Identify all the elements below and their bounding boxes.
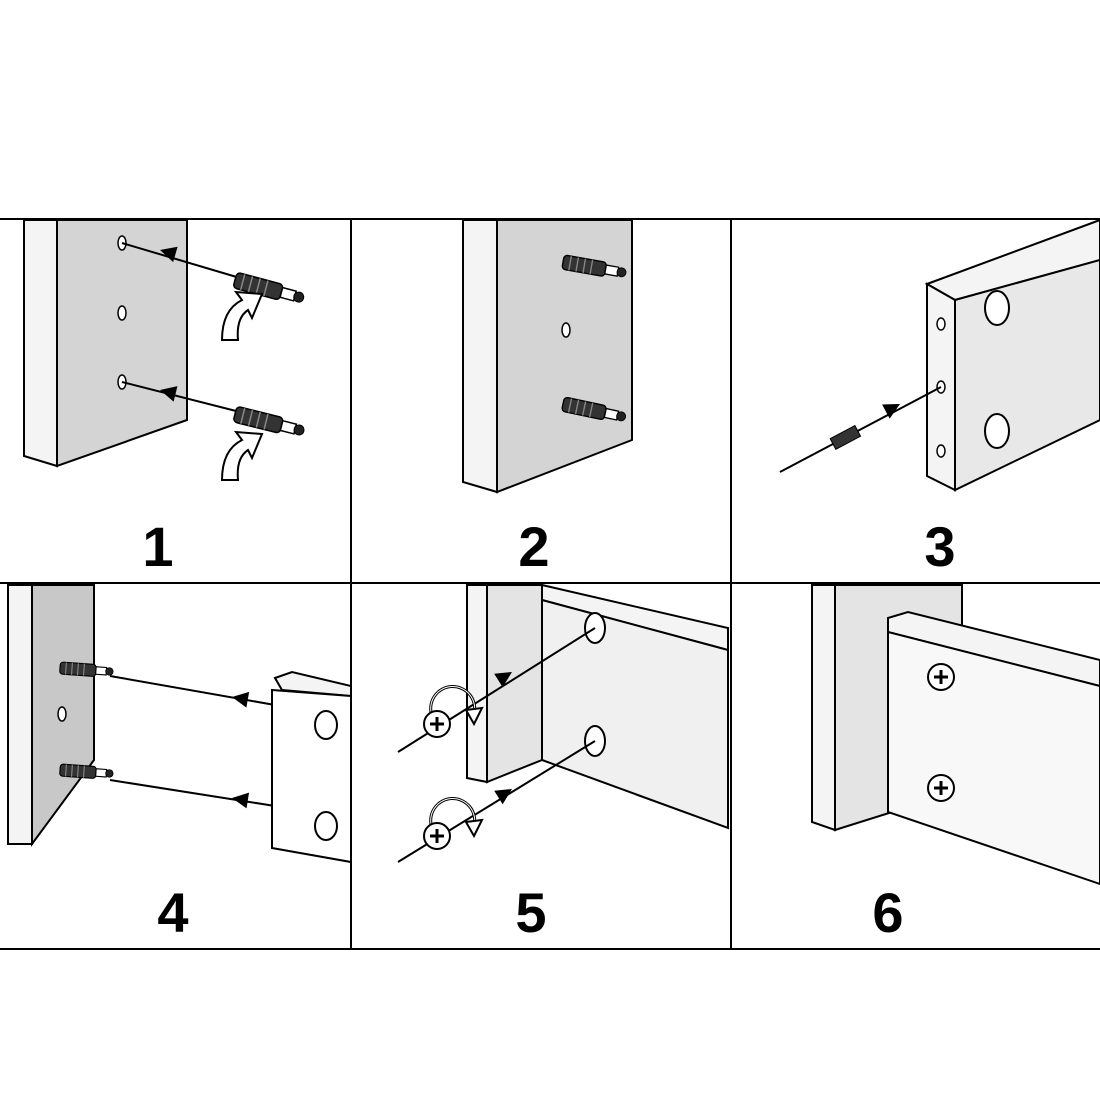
cam-screw-icon — [422, 821, 452, 851]
cam-hole — [984, 413, 1010, 449]
push-arrow-icon — [221, 291, 263, 341]
board-face — [56, 219, 188, 468]
dowel-pin — [829, 424, 862, 450]
panel-top — [887, 610, 1100, 688]
panel-face — [271, 688, 352, 864]
panel-face — [954, 258, 1100, 492]
panel-step-2: 2 — [462, 219, 633, 578]
panel-step-6: 6 — [811, 584, 1100, 944]
board — [811, 584, 836, 832]
panel-step-4: 4 — [7, 584, 352, 944]
board — [23, 219, 58, 468]
panel-step-3: 3 — [779, 218, 1100, 578]
cam-hole — [314, 710, 338, 740]
board — [462, 219, 498, 494]
hole — [117, 305, 127, 321]
panel-face — [541, 598, 729, 830]
hole — [57, 706, 67, 722]
hole — [936, 444, 946, 458]
hole — [936, 317, 946, 331]
hole — [561, 322, 571, 338]
board-face — [496, 219, 633, 494]
step-number: 6 — [872, 881, 903, 944]
step-number: 3 — [924, 515, 955, 578]
step-number: 1 — [142, 515, 173, 578]
board-face — [486, 584, 543, 784]
panel-face — [887, 630, 1100, 886]
panel-step-1: 1 — [23, 219, 307, 578]
board — [7, 584, 33, 845]
panel-top — [273, 670, 352, 698]
step-number: 4 — [157, 881, 188, 944]
board — [466, 584, 488, 784]
cam-hole — [984, 290, 1010, 326]
cam-hole — [314, 811, 338, 841]
step-number: 2 — [518, 515, 549, 578]
cam-screw-icon — [422, 709, 452, 739]
step-number: 5 — [515, 881, 546, 944]
push-arrow-icon — [221, 431, 263, 481]
cam-screw-icon — [926, 773, 956, 803]
panel-step-5: 5 — [397, 583, 729, 944]
cam-screw-icon — [926, 662, 956, 692]
